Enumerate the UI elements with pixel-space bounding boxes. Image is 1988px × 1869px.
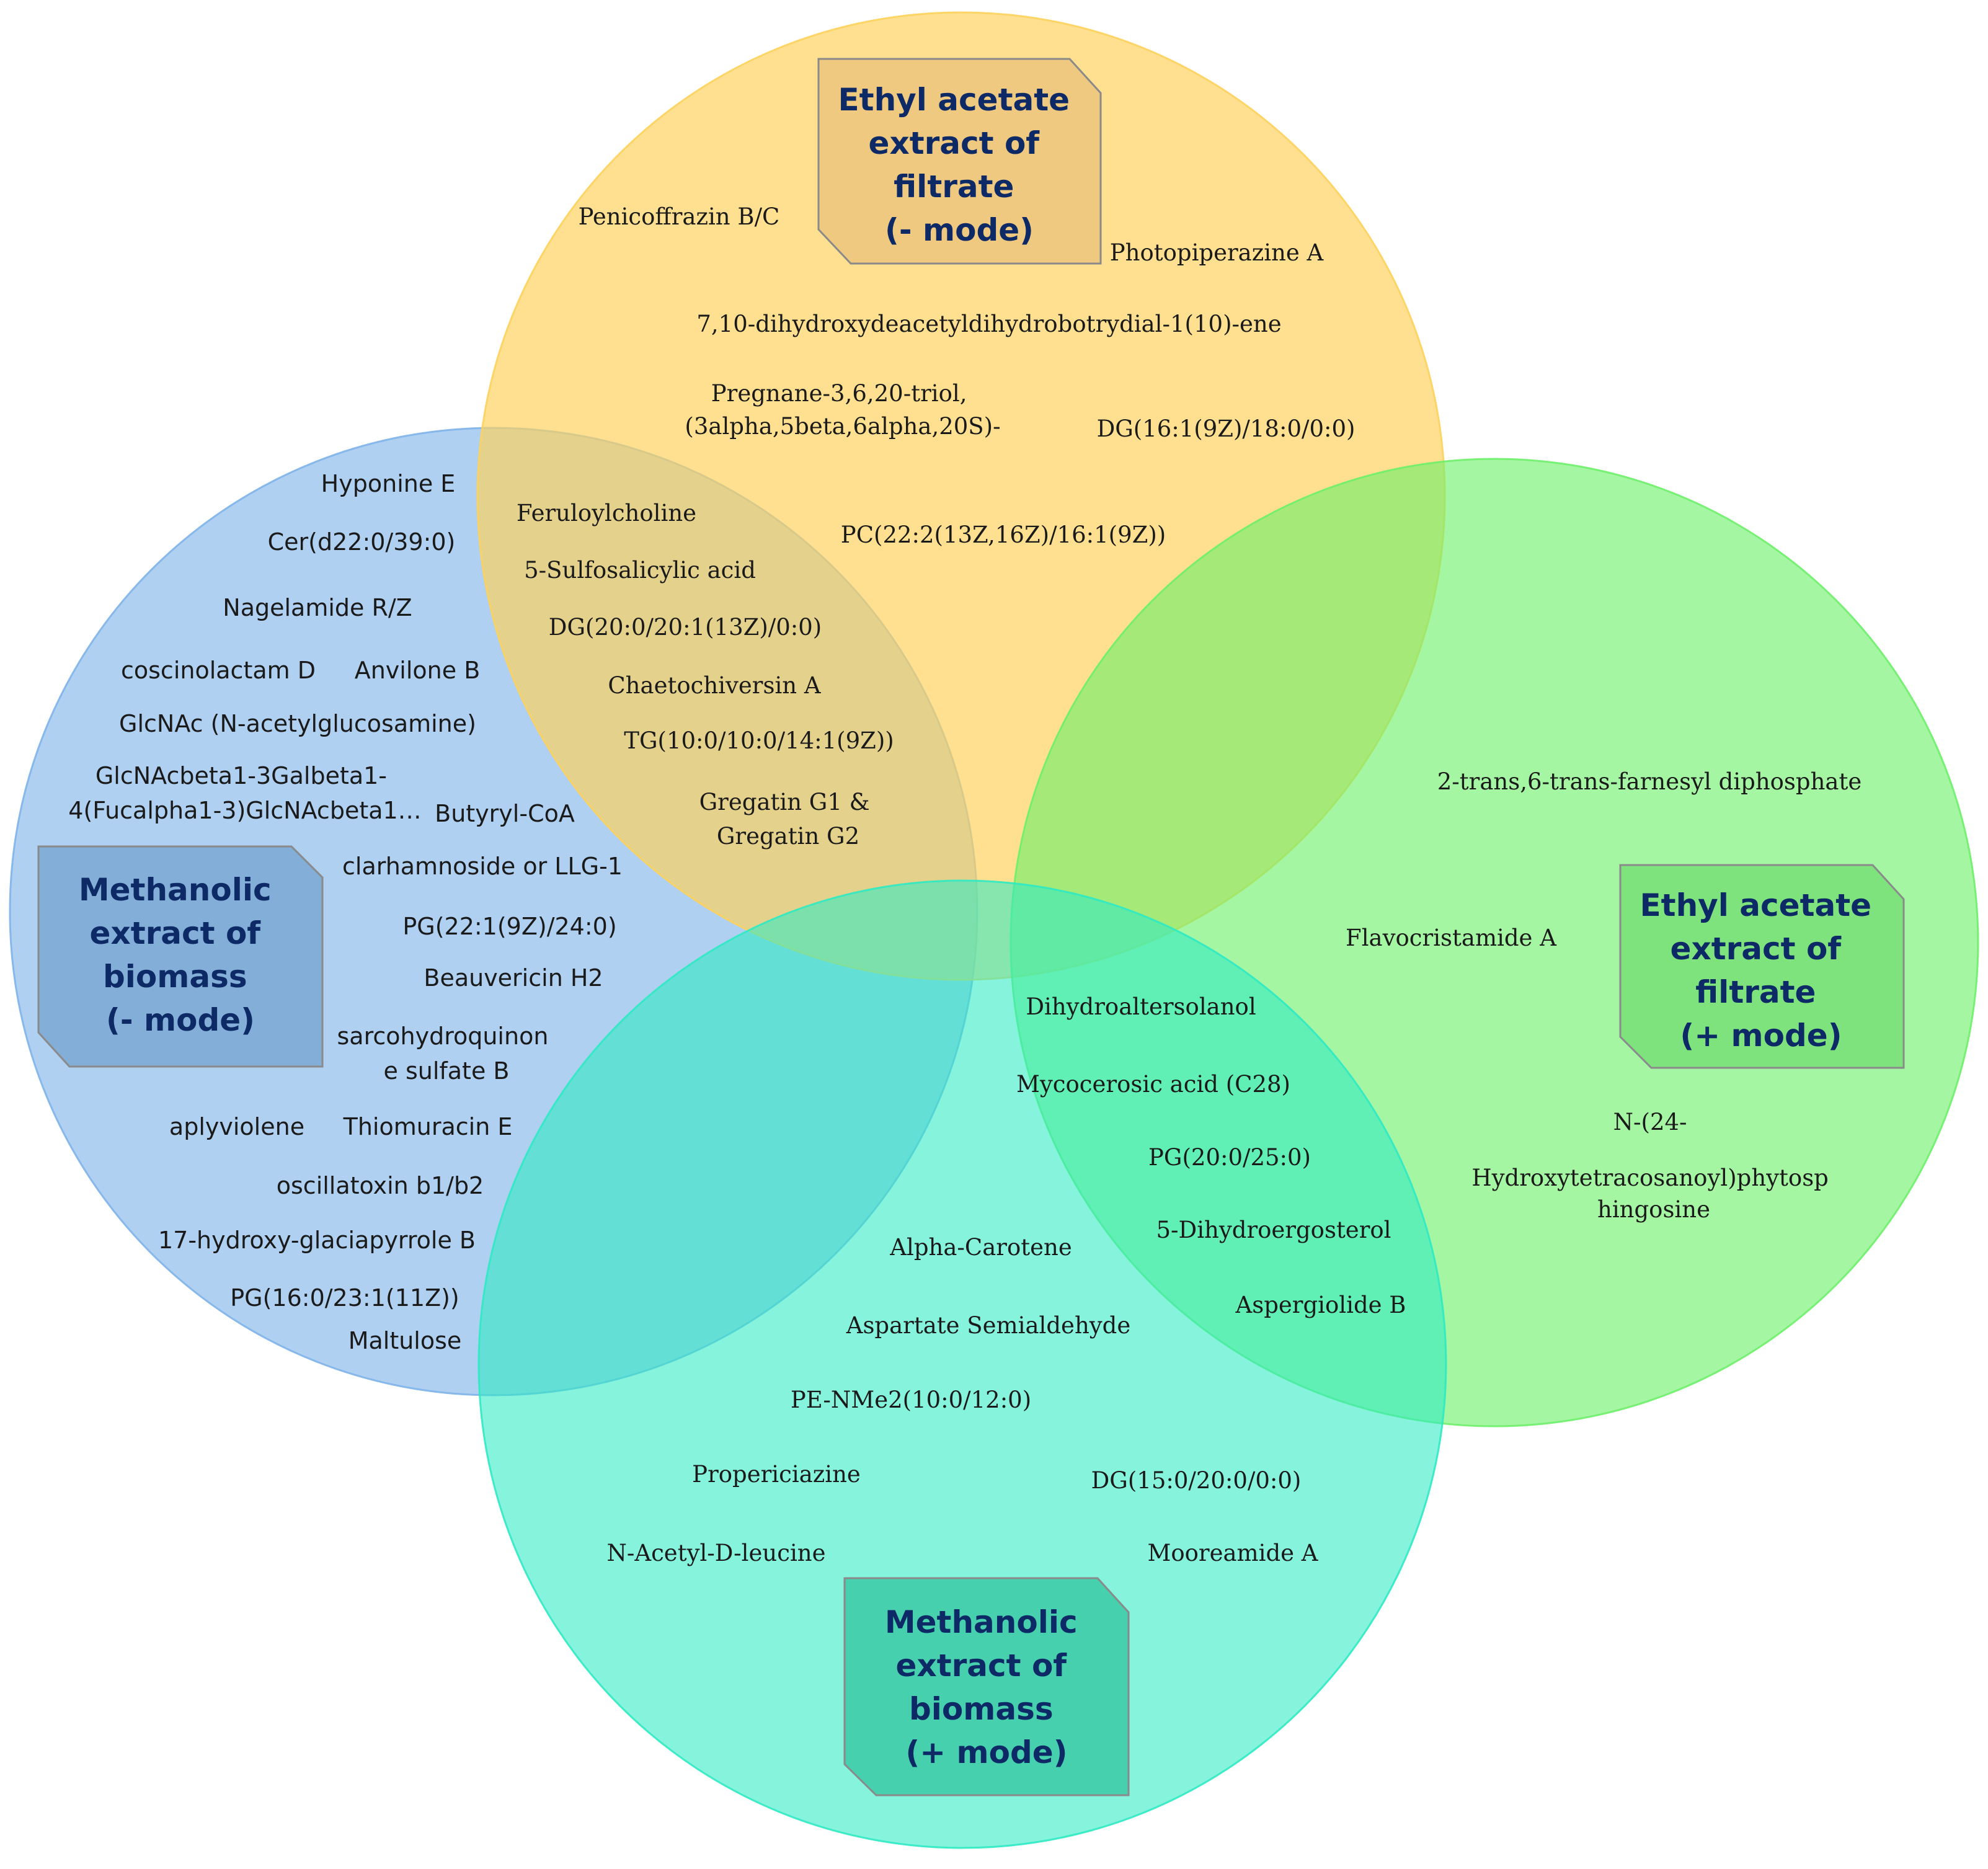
- region-right-only: 2-trans,6-trans-farnesyl diphosphate Fla…: [1346, 768, 1862, 1223]
- compound-label: PG(20:0/25:0): [1148, 1144, 1311, 1171]
- compound-label: Gregatin G1 & Gregatin G2: [699, 789, 877, 850]
- compound-label: Cer(d22:0/39:0): [268, 528, 456, 556]
- compound-label: PG(16:0/23:1(11Z)): [230, 1284, 459, 1312]
- set-label-left-line: Methanolic: [79, 872, 272, 908]
- region-top-left: Feruloylcholine 5-Sulfosalicylic acid DG…: [517, 500, 894, 850]
- compound-label: PG(22:1(9Z)/24:0): [402, 913, 616, 940]
- compound-label: DG(16:1(9Z)/18:0/0:0): [1097, 415, 1356, 442]
- compound-label-line: Pregnane-3,6,20-triol,: [711, 380, 967, 407]
- compound-label: Flavocristamide A: [1346, 925, 1557, 951]
- svg-text:Ethyl acetate extract of: Ethyl acetate extract of filtrate (- mod…: [838, 82, 1081, 248]
- set-label-left-line: extract of: [90, 915, 262, 951]
- compound-label-line: Gregatin G2: [717, 823, 859, 850]
- set-label-right-line: Ethyl acetate: [1640, 887, 1872, 923]
- compound-label: DG(15:0/20:0/0:0): [1091, 1467, 1302, 1494]
- compound-label: Aspartate Semialdehyde: [846, 1312, 1131, 1339]
- compound-label: Dihydroaltersolanol: [1026, 993, 1256, 1020]
- compound-label-line: 4(Fucalpha1-3)GlcNAcbeta1…: [68, 797, 421, 824]
- set-label-right-box: [1619, 864, 1905, 1069]
- compound-label: Beauvericin H2: [424, 964, 603, 992]
- compound-label: TG(10:0/10:0/14:1(9Z)): [624, 727, 894, 754]
- set-label-bottom-line: extract of: [896, 1648, 1068, 1684]
- compound-label: GlcNAc (N-acetylglucosamine): [119, 710, 476, 737]
- set-label-top-line: filtrate: [894, 169, 1014, 205]
- region-top-only: Penicoffrazin B/C Photopiperazine A 7,10…: [579, 203, 1356, 548]
- compound-label: Anvilone B: [355, 657, 481, 684]
- set-label-top-line: (- mode): [885, 212, 1034, 248]
- compound-label: 17-hydroxy-glaciapyrrole B: [158, 1227, 476, 1254]
- region-left-only: Hyponine E Cer(d22:0/39:0) Nagelamide R/…: [68, 470, 623, 1354]
- compound-label: N-(24- Hydroxytetracosanoyl)phytosp hing…: [1471, 1109, 1835, 1223]
- set-label-right: Ethyl acetate extract of filtrate (+ mod…: [1619, 864, 1905, 1069]
- circle-bottom: [477, 879, 1447, 1849]
- compound-label: Hyponine E: [321, 470, 456, 497]
- compound-label: Chaetochiversin A: [608, 672, 822, 699]
- compound-label: Penicoffrazin B/C: [579, 203, 780, 230]
- compound-label-line: Hydroxytetracosanoyl)phytosp: [1471, 1165, 1829, 1191]
- compound-label: N-Acetyl-D-leucine: [606, 1540, 825, 1566]
- compound-label: aplyviolene: [169, 1113, 304, 1140]
- compound-label: Thiomuracin E: [343, 1113, 513, 1140]
- compound-label: Alpha-Carotene: [889, 1234, 1072, 1261]
- compound-label: DG(20:0/20:1(13Z)/0:0): [549, 614, 822, 641]
- compound-label-line: Gregatin G1 &: [699, 789, 870, 815]
- set-label-right-line: filtrate: [1695, 974, 1816, 1010]
- compound-label-line: hingosine: [1597, 1196, 1710, 1223]
- compound-label: Nagelamide R/Z: [223, 594, 412, 621]
- set-label-right-line: extract of: [1671, 931, 1842, 967]
- compound-label: Photopiperazine A: [1110, 239, 1325, 266]
- compound-label: 7,10-dihydroxydeacetyldihydrobotrydial-1…: [696, 311, 1281, 337]
- region-bottom-only: Alpha-Carotene Aspartate Semialdehyde PE…: [606, 1234, 1318, 1566]
- compound-label: coscinolactam D: [121, 657, 316, 684]
- compound-label-line: N-(24-: [1613, 1109, 1687, 1135]
- compound-label-line: (3alpha,5beta,6alpha,20S)-: [685, 413, 1000, 440]
- set-label-left: Methanolic extract of biomass (- mode): [37, 845, 324, 1068]
- compound-label: PC(22:2(13Z,16Z)/16:1(9Z)): [841, 522, 1166, 548]
- region-right-bottom: Dihydroaltersolanol Mycocerosic acid (C2…: [1016, 993, 1406, 1318]
- compound-label-line: e sulfate B: [384, 1057, 510, 1085]
- compound-label: clarhamnoside or LLG-1: [342, 853, 623, 880]
- set-label-bottom-line: (+ mode): [905, 1734, 1067, 1770]
- compound-label-line: sarcohydroquinon: [337, 1023, 548, 1050]
- compound-label: oscillatoxin b1/b2: [277, 1172, 484, 1199]
- compound-label: Mooreamide A: [1147, 1540, 1318, 1566]
- compound-label-line: GlcNAcbeta1-3Galbeta1-: [95, 762, 387, 789]
- compound-label: Pregnane-3,6,20-triol, (3alpha,5beta,6al…: [685, 380, 1000, 440]
- set-label-left-line: biomass: [103, 959, 247, 995]
- set-label-bottom-line: biomass: [909, 1691, 1054, 1727]
- svg-text:Methanolic extract of: Methanolic extract of biomass (- mode): [79, 872, 282, 1038]
- svg-text:Ethyl acetate extract of: Ethyl acetate extract of filtrate (+ mod…: [1640, 887, 1883, 1054]
- set-label-left-box: [37, 845, 324, 1068]
- compound-label: sarcohydroquinon e sulfate B: [337, 1023, 556, 1085]
- compound-label: Feruloylcholine: [517, 500, 696, 526]
- set-label-bottom-box: [843, 1577, 1130, 1796]
- compound-label: Aspergiolide B: [1235, 1292, 1406, 1318]
- compound-label: Propericiazine: [692, 1461, 861, 1488]
- compound-label: Butyryl-CoA: [435, 800, 575, 827]
- compound-label: GlcNAcbeta1-3Galbeta1- 4(Fucalpha1-3)Glc…: [68, 762, 421, 824]
- set-label-left-line: (- mode): [106, 1002, 255, 1038]
- compound-label: Maltulose: [348, 1327, 462, 1354]
- svg-text:Methanolic extract of: Methanolic extract of biomass (+ mode): [885, 1604, 1088, 1770]
- set-label-top-box: [817, 58, 1102, 265]
- compound-label: Mycocerosic acid (C28): [1016, 1071, 1290, 1098]
- set-label-top: Ethyl acetate extract of filtrate (- mod…: [817, 58, 1102, 265]
- set-label-top-line: Ethyl acetate: [838, 82, 1070, 118]
- compound-label: 5-Sulfosalicylic acid: [524, 557, 756, 584]
- set-label-right-line: (+ mode): [1680, 1018, 1842, 1054]
- set-label-bottom: Methanolic extract of biomass (+ mode): [843, 1577, 1130, 1796]
- compound-label: 5-Dihydroergosterol: [1156, 1217, 1391, 1243]
- compound-label: 2-trans,6-trans-farnesyl diphosphate: [1437, 768, 1862, 795]
- set-label-top-line: extract of: [869, 125, 1041, 161]
- set-label-bottom-line: Methanolic: [885, 1604, 1078, 1640]
- compound-label: PE-NMe2(10:0/12:0): [791, 1387, 1031, 1413]
